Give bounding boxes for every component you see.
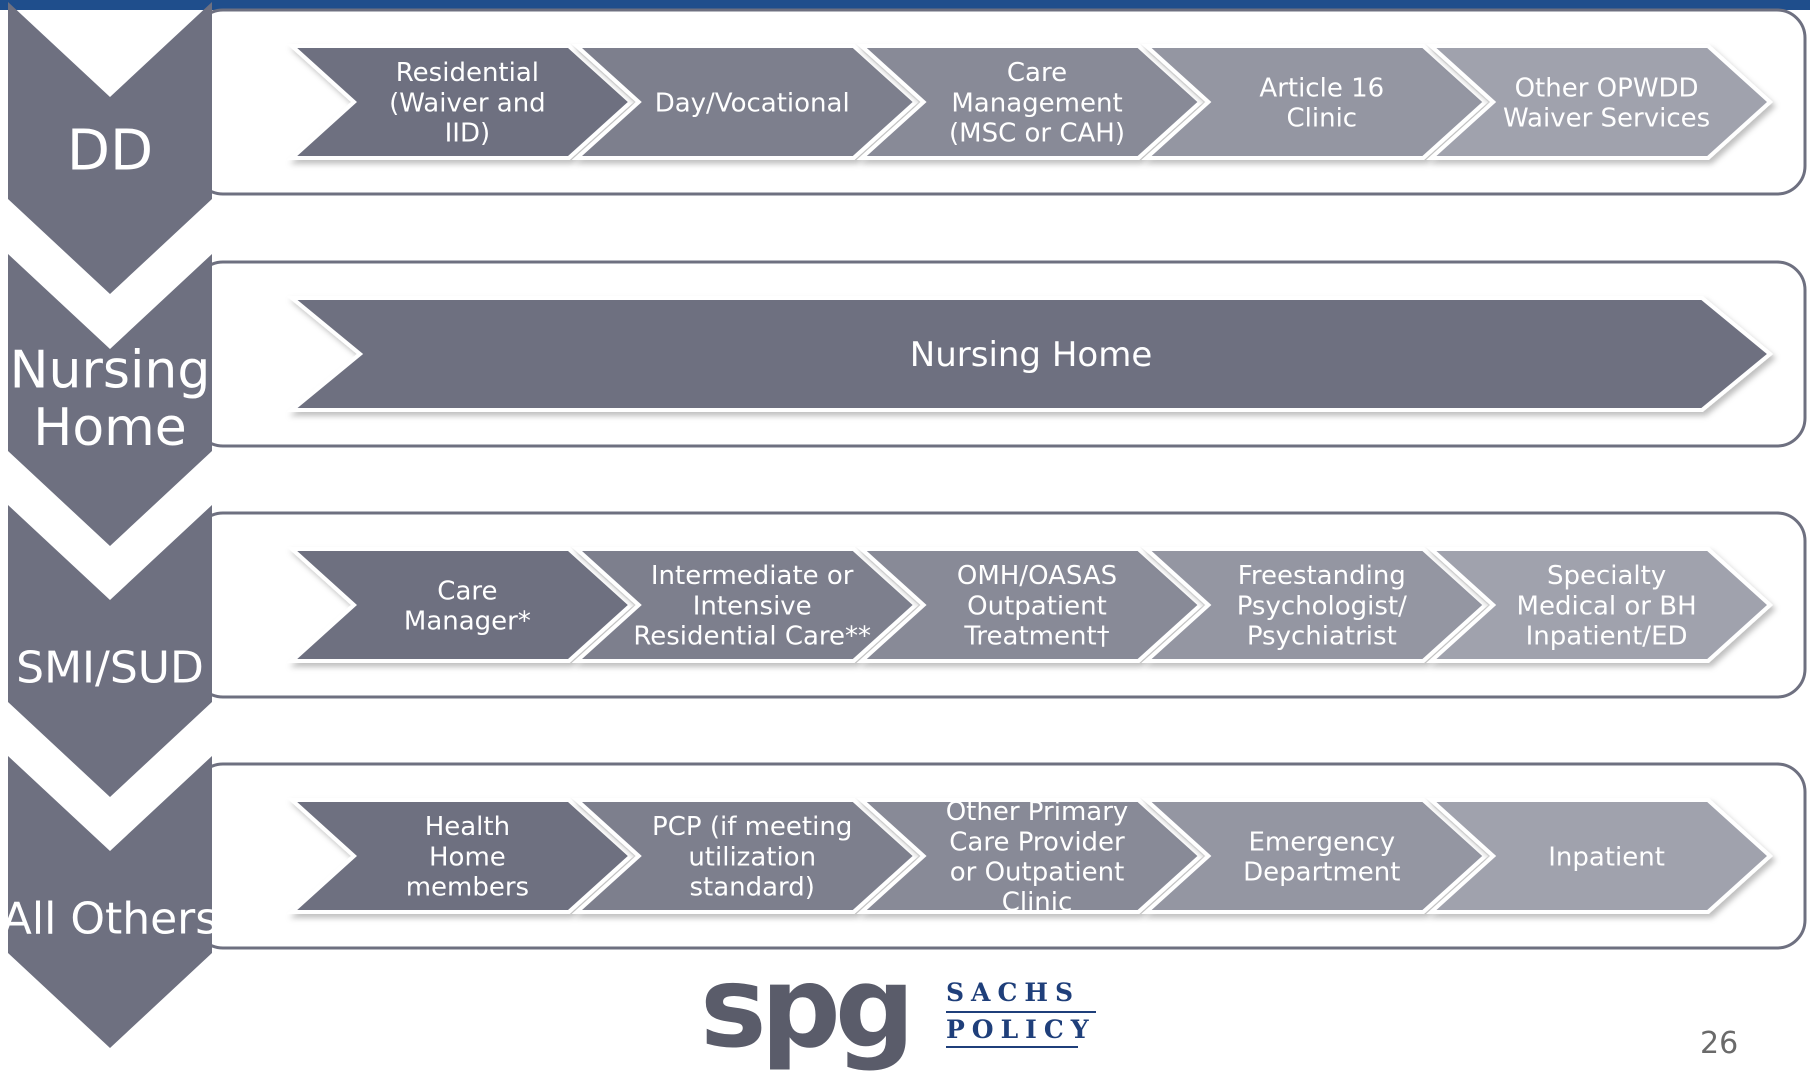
process-step-chevron [571, 547, 919, 663]
category-arrow [8, 505, 212, 797]
process-step-chevron [856, 44, 1204, 160]
category-label: DD [67, 119, 153, 184]
process-step-chevron [1426, 547, 1773, 663]
category-label: SMI/SUD [16, 642, 204, 693]
category-arrow [8, 254, 212, 546]
process-step-label: Inpatient [1548, 842, 1665, 872]
process-step-chevron [856, 547, 1204, 663]
process-step-chevron [286, 296, 1774, 412]
logo-word-policy: POLICY [946, 1011, 1096, 1044]
process-step-chevron [1141, 44, 1489, 160]
category-arrow [8, 756, 212, 1048]
process-step-chevron [286, 547, 634, 663]
process-step-chevron [1426, 44, 1773, 160]
process-step-label: Day/Vocational [655, 88, 850, 118]
sachs-policy-logo: spg SACHS POLICY [700, 952, 1096, 1064]
process-step-chevron [286, 44, 634, 160]
page-number: 26 [1700, 1026, 1739, 1061]
logo-mark: spg [700, 943, 915, 1073]
process-step-chevron [1141, 798, 1489, 914]
process-step-chevron [1141, 547, 1489, 663]
process-step-chevron [286, 798, 634, 914]
logo-underline [946, 1046, 1078, 1048]
process-step-chevron [571, 44, 919, 160]
logo-word-sachs: SACHS [946, 978, 1081, 1007]
process-step-chevron [1426, 798, 1773, 914]
process-step-chevron [571, 798, 919, 914]
process-step-label: Nursing Home [910, 335, 1152, 375]
category-label: All Others [2, 893, 218, 944]
process-step-chevron [856, 798, 1204, 914]
category-arrow [8, 2, 212, 294]
top-accent-bar [0, 0, 1810, 10]
